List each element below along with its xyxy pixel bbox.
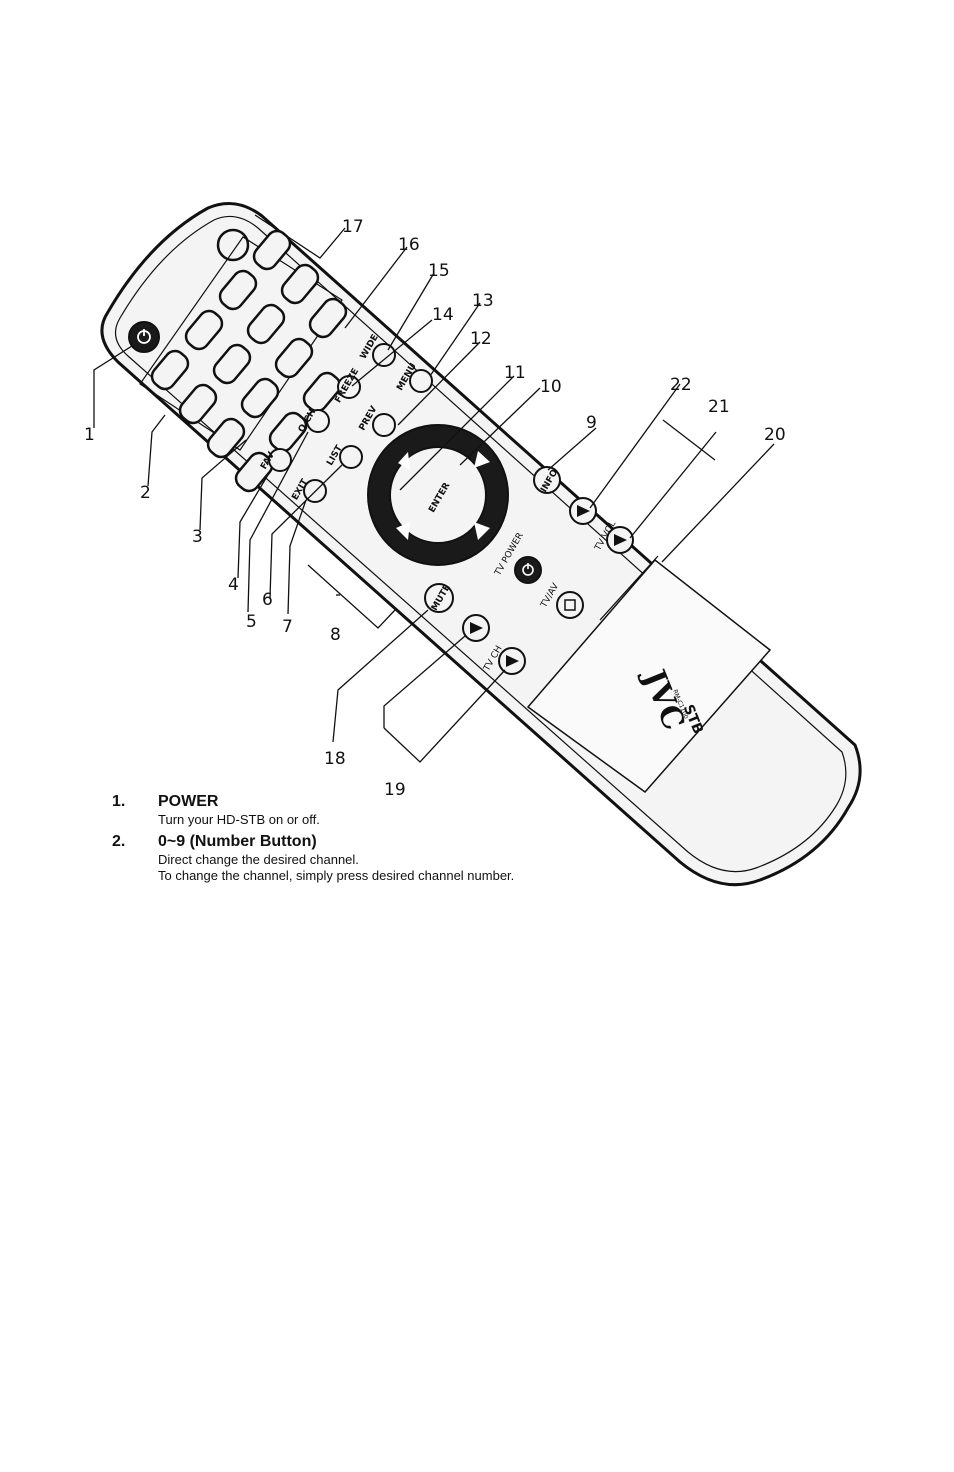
remote-control-diagram: JVC RM-C1100 STB WIDE FREEZE MENU PREV Q… <box>84 202 862 887</box>
nav-down-left-arrow[interactable] <box>396 522 410 540</box>
number-button[interactable] <box>176 381 220 427</box>
power-button[interactable] <box>128 321 160 353</box>
nav-up-left-arrow[interactable] <box>398 452 410 470</box>
tv-vol-up-button[interactable] <box>569 497 597 525</box>
navigation-ring: ENTER <box>367 424 509 566</box>
callout-8: 8 <box>330 625 341 645</box>
callout-15: 15 <box>428 261 450 281</box>
item-text: Turn your HD-STB on or off. <box>158 812 320 827</box>
callout-6: 6 <box>262 590 273 610</box>
number-button[interactable] <box>266 409 310 455</box>
callout-1: 1 <box>84 425 95 445</box>
number-button[interactable] <box>300 369 344 415</box>
item-number: 2. <box>112 833 126 850</box>
info-button[interactable]: INFO <box>533 466 561 494</box>
callout-18: 18 <box>324 749 346 769</box>
item-title: 0~9 (Number Button) <box>158 833 317 850</box>
nav-down-right-arrow[interactable] <box>474 522 490 540</box>
tv-vol-down-button[interactable] <box>606 526 634 554</box>
mute-button[interactable]: MUTE <box>424 583 454 613</box>
description-item-power: 1. POWER Turn your HD-STB on or off. <box>112 792 832 828</box>
description-item-number-button: 2. 0~9 (Number Button) Direct change the… <box>112 832 832 884</box>
number-button[interactable] <box>238 375 282 421</box>
callout-12: 12 <box>470 329 492 349</box>
number-button[interactable] <box>216 267 260 313</box>
number-button-grid <box>139 229 350 495</box>
callout-11: 11 <box>504 363 526 383</box>
number-button[interactable] <box>278 261 322 307</box>
number-button[interactable] <box>306 295 350 341</box>
callout-numbers: 1 2 3 4 5 6 7 8 9 10 11 12 13 14 15 16 1… <box>84 217 786 800</box>
callout-9: 9 <box>586 413 597 433</box>
callout-16: 16 <box>398 235 420 255</box>
callout-13: 13 <box>472 291 494 311</box>
number-button[interactable] <box>182 307 226 353</box>
callout-4: 4 <box>228 575 239 595</box>
callout-3: 3 <box>192 527 203 547</box>
item-text: To change the channel, simply press desi… <box>158 868 515 883</box>
callout-19: 19 <box>384 780 406 800</box>
number-button[interactable] <box>244 301 288 347</box>
brand-panel: JVC RM-C1100 STB <box>526 558 772 794</box>
tv-ch-down-button[interactable] <box>498 647 526 675</box>
callout-20: 20 <box>764 425 786 445</box>
tv-ch-up-button[interactable] <box>462 614 490 642</box>
leader-lines <box>93 214 775 763</box>
number-button[interactable] <box>272 335 316 381</box>
item-number: 1. <box>112 793 126 810</box>
tv-power-button[interactable] <box>514 556 542 584</box>
callout-17: 17 <box>342 217 364 237</box>
callout-10: 10 <box>540 377 562 397</box>
descriptions-section: 1. POWER Turn your HD-STB on or off. 2. … <box>112 792 832 888</box>
item-title: POWER <box>158 793 219 810</box>
nav-up-right-arrow[interactable] <box>474 451 490 468</box>
number-button[interactable] <box>232 449 276 495</box>
number-button[interactable] <box>210 341 254 387</box>
callout-22: 22 <box>670 375 692 395</box>
top-circle-button[interactable] <box>216 228 250 262</box>
tv-av-button[interactable] <box>556 591 584 619</box>
callout-7: 7 <box>282 617 293 637</box>
item-text: Direct change the desired channel. <box>158 852 359 867</box>
callout-21: 21 <box>708 397 730 417</box>
number-button[interactable] <box>204 415 248 461</box>
callout-5: 5 <box>246 612 257 632</box>
callout-14: 14 <box>432 305 454 325</box>
number-button[interactable] <box>148 347 192 393</box>
callout-2: 2 <box>140 483 151 503</box>
